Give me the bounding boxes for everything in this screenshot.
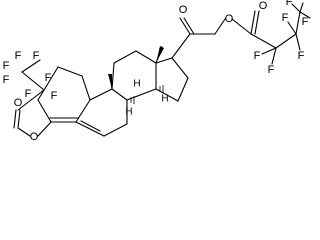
atom-label-fluorine: F <box>268 64 275 76</box>
atom-labels: O O O O O F F F F F F F F F F F F F F H … <box>3 0 309 143</box>
stereo-bonds <box>108 46 164 104</box>
atom-label-fluorine: F <box>254 50 261 62</box>
atom-label-fluorine: F <box>25 88 32 100</box>
atom-label-oxygen: O <box>30 131 39 143</box>
atom-label-oxygen: O <box>259 0 268 12</box>
atom-label-hydrogen: H <box>161 94 168 105</box>
atom-label-oxygen: O <box>179 4 188 16</box>
atom-label-hydrogen: H <box>133 79 140 90</box>
atom-label-fluorine: F <box>302 16 309 28</box>
atom-label-oxygen: O <box>14 97 23 109</box>
bond-lines <box>13 2 311 137</box>
atom-label-fluorine: F <box>3 60 10 72</box>
atom-label-fluorine: F <box>286 0 293 8</box>
atom-label-fluorine: F <box>282 12 289 24</box>
atom-label-fluorine: F <box>15 50 22 62</box>
atom-label-fluorine: F <box>3 74 10 86</box>
atom-label-hydrogen: H <box>125 107 132 118</box>
atom-label-fluorine: F <box>45 72 52 84</box>
atom-label-fluorine: F <box>51 90 58 102</box>
atom-label-oxygen: O <box>225 13 234 25</box>
atom-label-fluorine: F <box>33 50 40 62</box>
atom-label-fluorine: F <box>298 50 305 62</box>
structure-diagram: O O O O O F F F F F F F F F F F F F F H … <box>3 0 311 143</box>
